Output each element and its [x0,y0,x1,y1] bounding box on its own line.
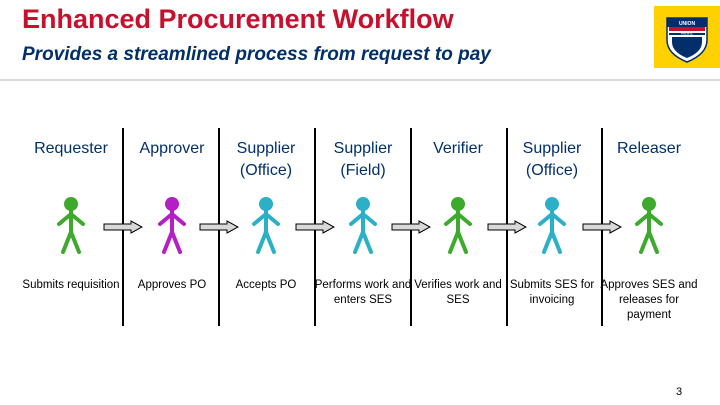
role-label: Supplier [522,140,582,157]
arrow-right-icon [199,220,239,234]
step-supplier-field: Supplier (Field) Performs work and enter… [315,138,412,306]
person-icon [444,197,472,254]
step-requester: Requester Submits requisition [22,138,119,291]
role-label: Releaser [616,140,682,157]
step-description: Approves PO [137,279,207,291]
header-divider [0,79,720,81]
page-number: 3 [676,386,683,398]
step-description: Performs work and enters SES [314,279,412,306]
step-description: Submits SES for invoicing [509,279,595,306]
logo-text-union: UNION [679,21,696,27]
role-sublabel: (Office) [525,162,579,179]
person-icon [158,197,186,254]
person-icon [252,197,280,254]
slide-title: Enhanced Procurement Workflow [22,4,454,34]
role-label: Supplier [236,140,296,157]
arrow-right-icon [391,220,431,234]
step-releaser: Releaser Approves SES and releases for p… [600,138,697,321]
role-sublabel: (Office) [239,162,293,179]
arrow-right-icon [487,220,527,234]
step-description: Verifies work and SES [414,279,502,306]
person-icon [635,197,663,254]
step-verifier: Verifier Verifies work and SES [413,138,503,306]
role-label: Supplier [333,140,393,157]
role-label: Verifier [433,140,483,157]
arrow-right-icon [582,220,622,234]
logo-text-pacific: PACIFIC [681,32,694,36]
arrow-right-icon [103,220,143,234]
person-icon [57,197,85,254]
union-pacific-logo: UNION PACIFIC [654,6,720,68]
step-description: Submits requisition [22,279,120,291]
role-label: Approver [139,140,205,157]
step-supplier-office: Supplier (Office) Accepts PO [221,138,311,291]
role-sublabel: (Field) [340,162,386,179]
step-approver: Approver Approves PO [127,138,217,291]
role-label: Requester [34,140,108,157]
arrow-right-icon [295,220,335,234]
person-icon [349,197,377,254]
person-icon [538,197,566,254]
slide-subtitle: Provides a streamlined process from requ… [22,44,491,65]
step-supplier-office-2: Supplier (Office) Submits SES for invoic… [507,138,597,306]
step-description: Accepts PO [235,279,297,291]
step-description: Approves SES and releases for payment [600,279,698,321]
